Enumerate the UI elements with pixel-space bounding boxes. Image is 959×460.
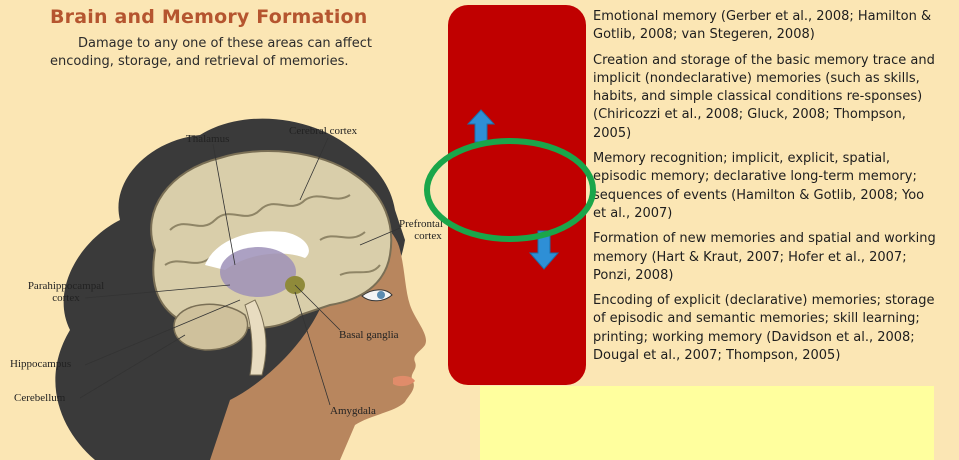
brain-gyri: [164, 194, 381, 276]
lips: [393, 375, 415, 387]
function-descriptions: Emotional memory (Gerber et al., 2008; H…: [593, 8, 939, 372]
description-item: Formation of new memories and spatial an…: [593, 231, 936, 283]
eye: [361, 289, 393, 302]
label-prefrontal-line2: cortex: [414, 230, 442, 242]
label-prefrontal-cortex: Prefrontal cortex: [396, 218, 446, 242]
thalamus-region: [220, 247, 296, 297]
slide-title: Brain and Memory Formation: [50, 6, 368, 28]
label-parahippocampal-line1: Parahippocampal: [27, 280, 105, 292]
brain-stem: [244, 299, 267, 376]
label-prefrontal-line1: Prefrontal: [399, 218, 443, 230]
iris: [377, 291, 385, 299]
label-parahippocampal-cortex: Parahippocampal cortex: [18, 280, 114, 304]
label-amygdala: Amygdala: [330, 405, 376, 417]
cerebellum-region: [173, 303, 249, 351]
label-parahippocampal-line2: cortex: [52, 292, 80, 304]
brain-illustration: Thalamus Cerebral cortex Prefrontal cort…: [0, 0, 460, 460]
red-answer-panel[interactable]: [448, 5, 586, 385]
label-cerebellum: Cerebellum: [14, 392, 66, 404]
label-leader-lines: [79, 137, 401, 406]
brain-head-drawing: [55, 118, 427, 460]
label-hippocampus: Hippocampus: [10, 358, 72, 370]
label-cerebral-cortex: Cerebral cortex: [289, 125, 358, 137]
slide-subtitle: Damage to any one of these areas can aff…: [50, 36, 372, 69]
description-item: Memory recognition; implicit, explicit, …: [593, 151, 925, 221]
yellow-answer-box[interactable]: [480, 386, 934, 460]
label-thalamus: Thalamus: [186, 133, 230, 145]
description-item: Creation and storage of the basic memory…: [593, 52, 935, 141]
description-item: Emotional memory (Gerber et al., 2008; H…: [593, 9, 932, 43]
label-basal-ganglia: Basal ganglia: [339, 329, 399, 341]
description-item: Encoding of explicit (declarative) memor…: [593, 293, 935, 364]
